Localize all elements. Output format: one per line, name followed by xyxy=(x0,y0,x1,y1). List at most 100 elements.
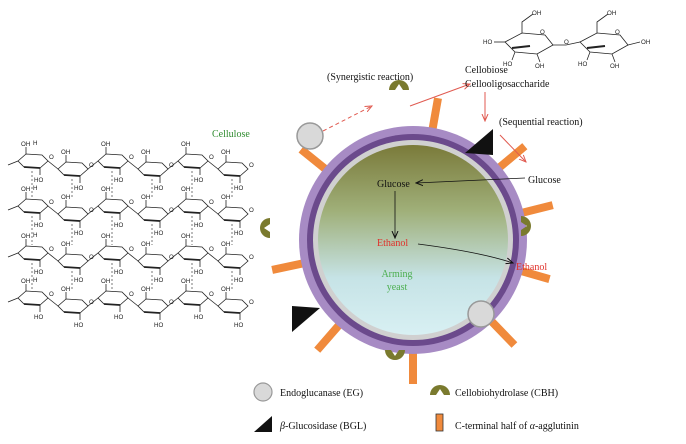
cbh-enzyme xyxy=(260,218,270,238)
anchor-stalk xyxy=(493,143,528,174)
cellobiose-structure xyxy=(494,13,641,63)
arrow-eg-to-cbh xyxy=(322,106,372,132)
chem-oh: OH xyxy=(181,141,190,148)
chem-ho: HO xyxy=(234,185,243,192)
chem-o-3: O xyxy=(564,39,569,46)
chem-ho: HO xyxy=(154,277,163,284)
chem-oh: OH xyxy=(61,286,70,293)
chem-oh: OH xyxy=(101,141,110,148)
chem-o: O xyxy=(209,154,214,161)
legend-bgl-icon xyxy=(254,416,272,432)
chem-o: O xyxy=(129,199,134,206)
chem-o: O xyxy=(49,199,54,206)
chem-ho: HO xyxy=(74,185,83,192)
chem-ho: HO xyxy=(154,230,163,237)
chem-o: O xyxy=(249,162,254,169)
chem-ho: HO xyxy=(154,322,163,329)
chem-o: O xyxy=(169,299,174,306)
label-sequential: (Sequential reaction) xyxy=(499,117,583,128)
cellobiose-atoms: OH OH O O HO HO OH O HO OH OH xyxy=(483,10,650,70)
chem-ho: HO xyxy=(74,322,83,329)
label-cellobiose: Cellobiose xyxy=(465,65,508,76)
chem-oh: OH xyxy=(221,149,230,156)
chem-h: H xyxy=(33,277,37,284)
chem-o: O xyxy=(129,154,134,161)
chem-oh: OH xyxy=(141,241,150,248)
chem-ho: HO xyxy=(74,230,83,237)
chem-oh: OH xyxy=(61,194,70,201)
chem-h: H xyxy=(33,232,37,239)
chem-o: O xyxy=(249,254,254,261)
chem-o: O xyxy=(129,246,134,253)
arrow-glucose-uptake xyxy=(416,177,526,183)
chem-ho-2: HO xyxy=(503,61,512,68)
chem-o: O xyxy=(49,246,54,253)
chem-ho: HO xyxy=(194,222,203,229)
chem-oh: OH xyxy=(101,186,110,193)
bgl-enzyme xyxy=(465,129,493,155)
arming-yeast-cell xyxy=(271,97,554,384)
chem-o: O xyxy=(89,207,94,214)
chem-ho: HO xyxy=(114,269,123,276)
chem-oh-4: OH xyxy=(610,63,619,70)
legend-cbh-icon xyxy=(430,385,450,395)
reaction-arrows xyxy=(322,84,526,263)
anchor-stalk xyxy=(516,201,554,218)
label-arming: Arming xyxy=(381,269,412,280)
chem-oh: OH xyxy=(61,241,70,248)
chem-oh: OH xyxy=(181,233,190,240)
bgl-enzyme xyxy=(292,306,320,332)
anchor-stalk xyxy=(271,258,309,274)
cytoplasm xyxy=(318,145,508,335)
chem-o: O xyxy=(89,162,94,169)
legend-eg-label: Endoglucanase (EG) xyxy=(280,388,363,399)
anchor-stalk xyxy=(515,265,551,283)
arrow-cbh-to-cellobiose xyxy=(409,84,470,107)
anchor-stalk xyxy=(314,318,346,353)
label-cellooligosaccharide: Cellooligosaccharide xyxy=(465,79,550,90)
chem-o: O xyxy=(209,291,214,298)
chem-ho: HO xyxy=(234,277,243,284)
label-cellulose: Cellulose xyxy=(212,129,250,140)
chem-o: O xyxy=(49,154,54,161)
chem-oh: OH xyxy=(141,194,150,201)
chem-o: O xyxy=(129,291,134,298)
chem-oh: OH xyxy=(61,149,70,156)
chem-oh-3: OH xyxy=(535,63,544,70)
chem-ho: HO xyxy=(114,222,123,229)
chem-oh: OH xyxy=(221,286,230,293)
label-glucose-outer: Glucose xyxy=(528,175,561,186)
chem-ho-1: HO xyxy=(483,39,492,46)
chem-o: O xyxy=(89,299,94,306)
chem-oh: OH xyxy=(21,233,30,240)
chem-o: O xyxy=(49,291,54,298)
legend-anchor-label: C-terminal half of α-agglutinin xyxy=(455,421,579,432)
chem-ho: HO xyxy=(114,177,123,184)
chem-ho: HO xyxy=(194,177,203,184)
chem-oh: OH xyxy=(21,278,30,285)
chem-ho: HO xyxy=(34,177,43,184)
legend-cbh-label: Cellobiohydrolase (CBH) xyxy=(455,388,558,399)
chem-oh: OH xyxy=(21,186,30,193)
chem-o: O xyxy=(249,207,254,214)
label-yeast: yeast xyxy=(387,282,408,293)
legend: Endoglucanase (EG) Cellobiohydrolase (CB… xyxy=(253,382,579,432)
chem-oh: OH xyxy=(181,278,190,285)
chem-ho: HO xyxy=(154,185,163,192)
arrow-bgl-to-glucose xyxy=(499,134,526,162)
eg-enzyme xyxy=(467,300,495,328)
chem-oh-2: OH xyxy=(607,10,616,17)
chem-o: O xyxy=(209,246,214,253)
chem-h: H xyxy=(33,140,37,147)
surface-enzymes xyxy=(260,80,531,360)
chem-oh: OH xyxy=(221,241,230,248)
chem-ho-3: HO xyxy=(578,61,587,68)
chem-o: O xyxy=(169,207,174,214)
chem-ho: HO xyxy=(234,230,243,237)
anchor-group xyxy=(271,97,554,384)
legend-eg-icon xyxy=(253,382,273,402)
chem-oh: OH xyxy=(181,186,190,193)
chem-ho: HO xyxy=(34,222,43,229)
anchor-stalk xyxy=(485,314,518,348)
